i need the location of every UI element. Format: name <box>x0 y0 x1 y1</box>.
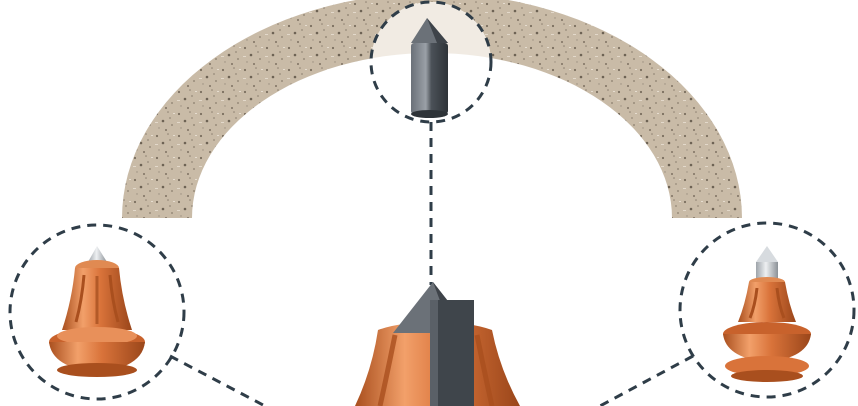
stud-closeup-icon <box>355 282 520 406</box>
stud-icon-left <box>49 246 145 377</box>
connector-line-right <box>600 356 693 406</box>
connector-line-left <box>170 356 265 406</box>
stud-icon-right <box>723 246 811 382</box>
right-stud-callout <box>680 223 854 397</box>
left-stud-callout <box>10 225 184 399</box>
